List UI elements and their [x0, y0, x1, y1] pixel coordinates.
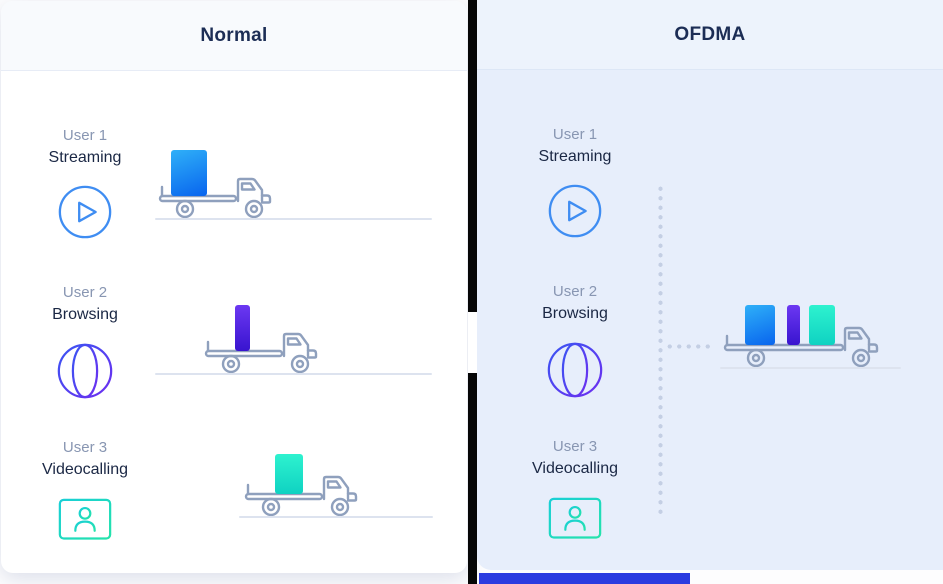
user-activity: Browsing — [52, 306, 118, 323]
dotted-merge-line-horizontal — [665, 344, 713, 349]
user-block-browsing: User 2 Browsing — [509, 283, 641, 401]
divider-bar — [468, 0, 477, 584]
globe-icon — [19, 340, 151, 402]
panel-ofdma-title: OFDMA — [674, 23, 746, 45]
user-name: User 2 — [552, 283, 598, 300]
road-line — [155, 218, 432, 220]
user-activity: Videocalling — [532, 460, 618, 477]
package-videocalling — [809, 305, 835, 345]
play-icon — [509, 182, 641, 240]
package-browsing — [235, 305, 250, 351]
dotted-merge-line-vertical — [658, 184, 663, 514]
panel-ofdma: OFDMA User 1 Streaming User 2 Browsing — [477, 0, 943, 570]
panel-normal-title: Normal — [200, 24, 268, 46]
video-monitor-icon — [509, 494, 641, 552]
user-name: User 3 — [62, 439, 108, 456]
user-block-streaming: User 1 Streaming — [19, 127, 151, 241]
user-name: User 3 — [552, 438, 598, 455]
truck-streaming-icon — [155, 159, 287, 223]
panel-ofdma-header: OFDMA — [477, 0, 943, 70]
user-block-videocalling: User 3 Videocalling — [509, 438, 641, 552]
user-name: User 1 — [552, 126, 598, 143]
package-streaming — [171, 150, 207, 196]
package-browsing — [787, 305, 800, 345]
truck-combined-icon — [720, 308, 898, 372]
user-activity: Streaming — [48, 149, 122, 166]
panel-normal: Normal User 1 Streaming User 2 Browsing — [1, 1, 467, 573]
road-line — [155, 373, 432, 375]
truck-browsing-icon — [201, 314, 333, 378]
globe-icon — [509, 339, 641, 401]
user-block-streaming: User 1 Streaming — [509, 126, 641, 240]
user-block-videocalling: User 3 Videocalling — [19, 439, 151, 553]
package-videocalling — [275, 454, 303, 494]
truck-videocalling-icon — [241, 457, 373, 521]
panel-normal-header: Normal — [1, 1, 467, 71]
divider-gap — [468, 312, 477, 373]
user-block-browsing: User 2 Browsing — [19, 284, 151, 402]
road-line — [720, 367, 901, 369]
user-name: User 2 — [62, 284, 108, 301]
video-monitor-icon — [19, 495, 151, 553]
user-activity: Browsing — [542, 305, 608, 322]
package-streaming — [745, 305, 775, 345]
play-icon — [19, 183, 151, 241]
road-line — [239, 516, 433, 518]
bottom-accent-bar — [479, 573, 690, 584]
user-activity: Videocalling — [42, 461, 128, 478]
user-name: User 1 — [62, 127, 108, 144]
user-activity: Streaming — [538, 148, 612, 165]
